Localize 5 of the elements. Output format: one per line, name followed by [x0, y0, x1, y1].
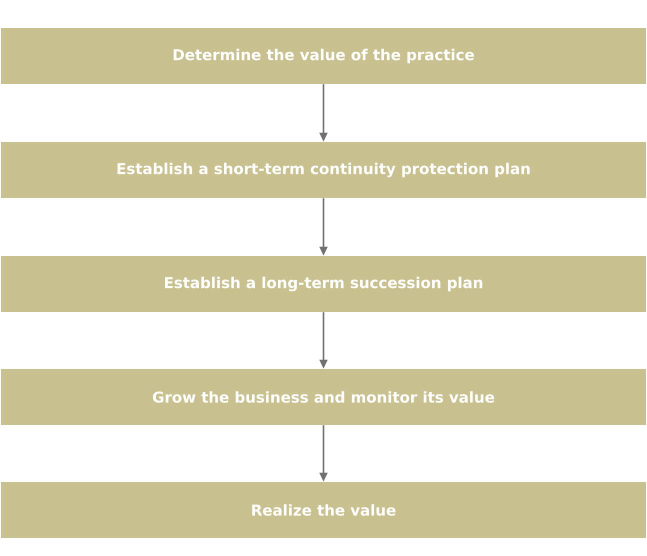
process-box: Grow the business and monitor its value	[1, 369, 646, 425]
process-box: Establish a short-term continuity protection plan	[1, 142, 646, 198]
process-box: Realize the value	[1, 482, 646, 538]
process-box: Determine the value of the practice	[1, 28, 646, 84]
process-box: Establish a long-term succession plan	[1, 256, 646, 312]
